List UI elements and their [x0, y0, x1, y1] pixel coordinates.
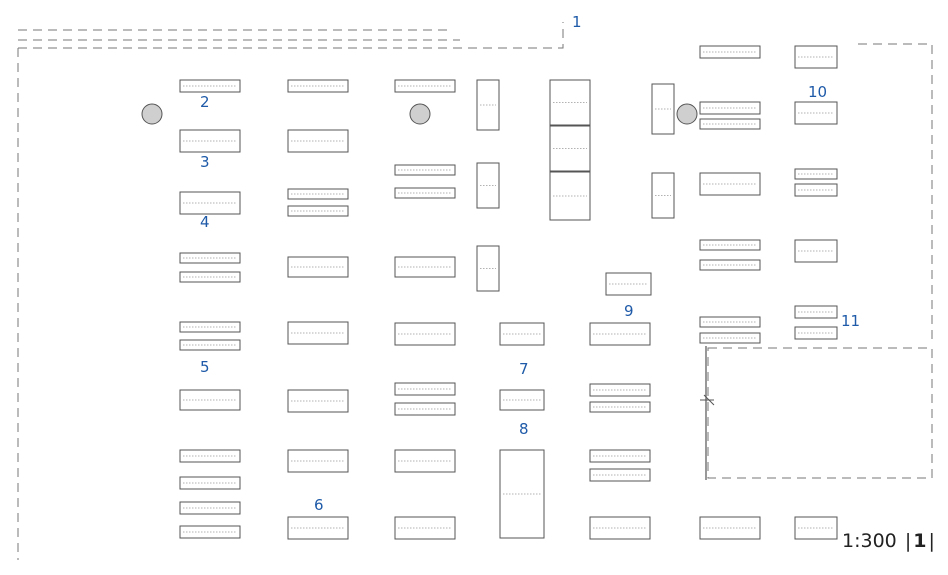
label-8: 8	[519, 420, 529, 438]
label-5: 5	[200, 358, 210, 376]
fixture-unit	[651, 172, 675, 219]
label-11: 11	[841, 312, 861, 330]
column	[409, 103, 431, 125]
fixture-unit	[476, 245, 500, 292]
label-2: 2	[200, 93, 210, 111]
building-outline	[17, 22, 933, 560]
fixture-unit	[476, 79, 500, 131]
column	[141, 103, 163, 125]
label-3: 3	[200, 153, 210, 171]
label-7: 7	[519, 360, 529, 378]
label-10: 10	[808, 83, 828, 101]
scale-separator: |	[928, 530, 935, 552]
label-9: 9	[624, 302, 634, 320]
fixture-units	[179, 45, 838, 540]
label-1: 1	[572, 13, 582, 31]
label-4: 4	[200, 213, 210, 231]
scale-ratio: 1:300	[842, 530, 897, 552]
sheet-number: 1	[913, 530, 927, 552]
label-6: 6	[314, 496, 324, 514]
column	[676, 103, 698, 125]
fixture-unit	[651, 83, 675, 135]
fixture-unit	[476, 162, 500, 209]
scale-separator: |	[904, 530, 912, 552]
scale-indicator: 1:300 |1|	[842, 530, 937, 552]
